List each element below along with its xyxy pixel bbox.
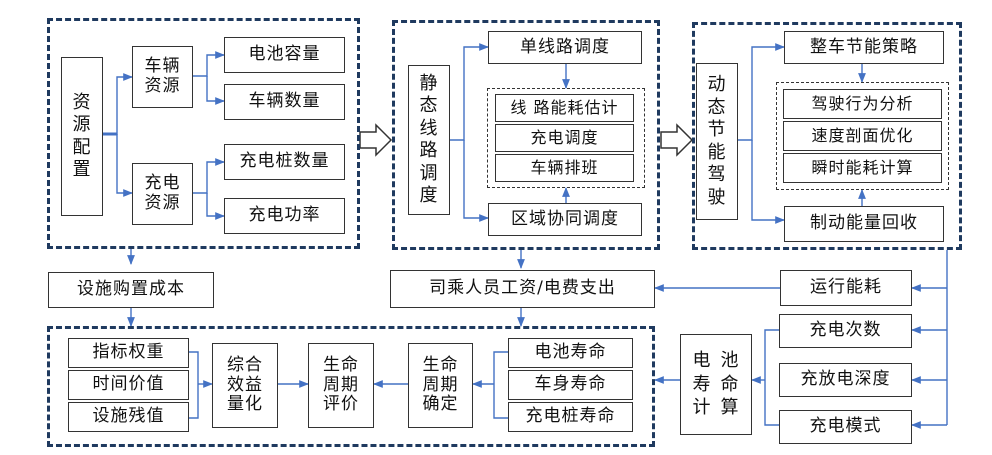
title-char: 算 (720, 397, 740, 419)
title-char: 驾 (707, 164, 727, 185)
title-char: 池 (720, 350, 740, 372)
title-char: 源 (72, 114, 92, 135)
vehicle-count-node: 车辆数量 (224, 84, 345, 120)
operating-energy-node: 运行能耗 (780, 270, 912, 306)
dynamic-subgroup (776, 82, 949, 190)
title-char: 能 (707, 141, 727, 163)
resource-allocation-title: 资 源 配 置 (61, 57, 103, 216)
title-char: 资 (72, 91, 92, 113)
lifecycle-evaluation-node: 生命 周期 评价 (308, 343, 374, 428)
title-char: 度 (419, 185, 439, 206)
title-char: 动 (707, 74, 727, 95)
title-char: 态 (707, 96, 727, 118)
title-char: 命 (720, 373, 740, 395)
charge-mode-node: 充电模式 (779, 410, 912, 444)
resource-allocation-group (47, 18, 360, 249)
title-char: 置 (72, 159, 92, 180)
single-line-scheduling-node: 单线路调度 (488, 31, 642, 64)
speed-profile-node: 速度剖面优化 (783, 121, 942, 151)
charge-depth-node: 充放电深度 (779, 363, 912, 397)
connector (193, 158, 225, 194)
title-char: 节 (707, 119, 727, 140)
title-char: 线 (419, 117, 439, 139)
driving-behavior-node: 驾驶行为分析 (783, 89, 942, 119)
block-arrow (359, 123, 393, 157)
title-char: 寿 (692, 373, 712, 395)
index-weight-node: 指标权重 (68, 338, 189, 368)
time-value-node: 时间价值 (68, 370, 189, 400)
title-char: 态 (419, 95, 439, 116)
connector (738, 43, 785, 141)
lifecycle-determination-node: 生命 周期 确定 (408, 343, 473, 428)
charger-life-item-node: 充电桩寿命 (508, 402, 633, 432)
static-scheduling-group (392, 20, 660, 250)
connector (751, 140, 785, 224)
staff-energy-cost-node: 司乘人员工资/电费支出 (390, 270, 655, 308)
battery-life-item-node: 电池寿命 (508, 338, 633, 368)
instant-energy-node: 瞬时能耗计算 (783, 153, 942, 183)
charging-power-node: 充电功率 (224, 198, 345, 234)
dynamic-driving-group (692, 22, 962, 250)
connector (193, 51, 225, 77)
connector (450, 43, 489, 141)
connector (493, 351, 508, 419)
vehicle-resource-node: 车辆 资源 (132, 46, 193, 108)
brake-energy-recovery-node: 制动能量回收 (784, 206, 944, 242)
connector (206, 193, 225, 220)
connector (189, 351, 199, 419)
connector (764, 329, 779, 426)
vehicle-energy-strategy-node: 整车节能策略 (784, 31, 944, 64)
title-char: 驶 (707, 186, 727, 208)
line-energy-estimate-node: 线 路能耗估计 (495, 94, 634, 122)
vehicle-rostering-node: 车辆排班 (495, 154, 634, 182)
title-char: 调 (419, 162, 439, 184)
charge-scheduling-node: 充电调度 (495, 124, 634, 152)
static-subgroup (487, 88, 645, 188)
benefit-quantification-node: 综合 效益 量化 (212, 343, 278, 428)
title-char: 电 (692, 350, 712, 372)
charging-resource-node: 充电 资源 (132, 163, 193, 225)
title-char: 配 (72, 136, 92, 158)
body-life-item-node: 车身寿命 (508, 370, 633, 400)
static-scheduling-title: 静 态 线 路 调 度 (408, 65, 450, 215)
charge-times-node: 充电次数 (779, 314, 912, 348)
block-arrow (660, 123, 694, 157)
regional-scheduling-node: 区域协同调度 (488, 203, 642, 236)
connector (206, 76, 225, 105)
connector (116, 134, 133, 197)
dynamic-driving-title: 动 态 节 能 驾 驶 (696, 63, 738, 220)
lifecycle-evaluation-group (47, 326, 655, 447)
title-char: 静 (419, 72, 439, 94)
battery-life-calc-node: 电 池 寿 命 计 算 (680, 334, 752, 435)
residual-value-node: 设施残值 (68, 402, 189, 432)
battery-capacity-node: 电池容量 (224, 37, 345, 73)
connector (463, 140, 489, 222)
title-char: 路 (419, 140, 439, 161)
facility-purchase-cost-node: 设施购置成本 (48, 272, 214, 308)
title-char: 计 (692, 397, 712, 419)
charger-count-node: 充电桩数量 (224, 144, 345, 180)
